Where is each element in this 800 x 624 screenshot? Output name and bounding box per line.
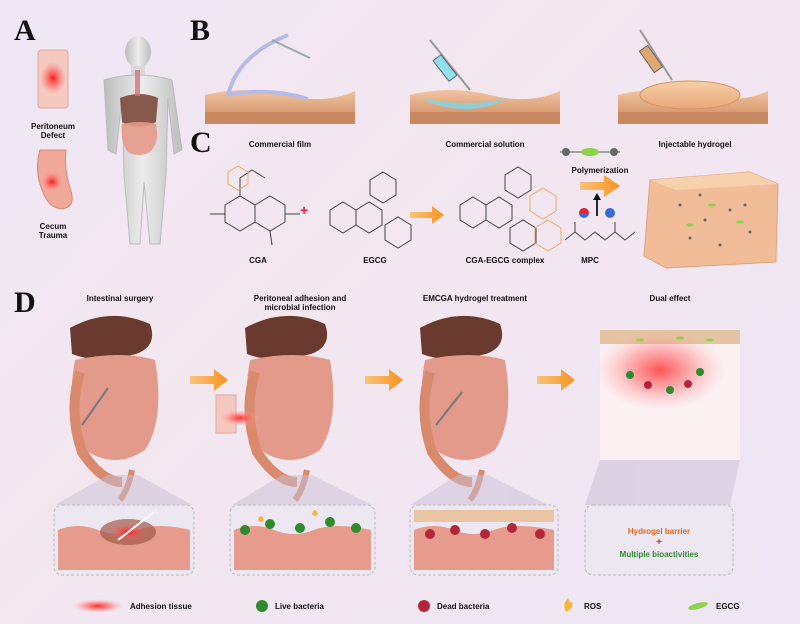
syringe-icon [429,39,471,91]
organs-step3 [419,315,509,502]
panel-letter-d: D [14,286,36,319]
complex-label: CGA-EGCG complex [465,256,545,265]
dual-effect-block [595,330,740,460]
organs-step1 [69,315,159,502]
syringe-icon [638,29,673,81]
legend-ros-label: ROS [584,602,602,611]
mpc-label: MPC [581,256,599,265]
monomer-chain-icon [560,148,620,156]
panel-letter-b: B [190,14,211,47]
egcg-structure [329,171,412,249]
cga-label: CGA [249,256,267,265]
zoom-box-4 [584,504,734,576]
commercial-solution-label: Commercial solution [445,140,525,149]
effect-plus-sign: + [656,537,662,548]
ros-icon [564,598,573,612]
step-arrow-1 [190,369,228,391]
step1-label: Intestinal surgery [86,294,154,303]
live-bacteria-icon [256,600,268,612]
hydrogel-barrier-label: Hydrogel barrier [627,527,691,536]
injectable-hydrogel-illustration [618,29,768,124]
reaction-arrow-1 [410,206,444,224]
cga-structure [210,165,300,246]
peritoneum-defect-icon [37,49,69,109]
adhesion-tissue-icon [72,599,124,613]
step3-label: EMCGA hydrogel treatment [422,294,528,303]
zoom-box-2 [229,504,376,576]
step-arrow-3 [537,369,575,391]
legend-egcg-label: EGCG [716,602,740,611]
panel-letter-c: C [190,126,212,159]
zoom-connectors [55,460,740,505]
legend-live-label: Live bacteria [275,602,324,611]
commercial-solution-illustration [410,39,560,124]
egcg-icon [688,602,708,610]
legend-adhesion-label: Adhesion tissue [130,602,192,611]
hydrogel-block [643,171,779,269]
polymerization-label: Polymerization [571,166,629,175]
plus-sign: + [300,202,308,218]
step-arrow-2 [365,369,403,391]
commercial-film-label: Commercial film [248,140,312,149]
reaction-arrow-2 [580,175,620,197]
human-body-icon [103,36,183,245]
crosslink-icon [579,193,615,218]
complex-structure [459,166,562,252]
mpc-structure [564,222,636,241]
panel-letter-a: A [14,14,36,47]
commercial-film-illustration [205,33,355,124]
step4-label: Dual effect [649,294,691,303]
injectable-hydrogel-label: Injectable hydrogel [658,140,732,149]
dead-bacteria-icon [418,600,430,612]
organs-step2 [215,315,334,502]
legend-dead-label: Dead bacteria [437,602,490,611]
bioactivities-label: Multiple bioactivities [619,550,699,559]
cecum-trauma-icon [36,149,73,210]
zoom-box-3 [409,504,559,576]
zoom-box-1 [53,504,195,576]
egcg-label: EGCG [363,256,387,265]
